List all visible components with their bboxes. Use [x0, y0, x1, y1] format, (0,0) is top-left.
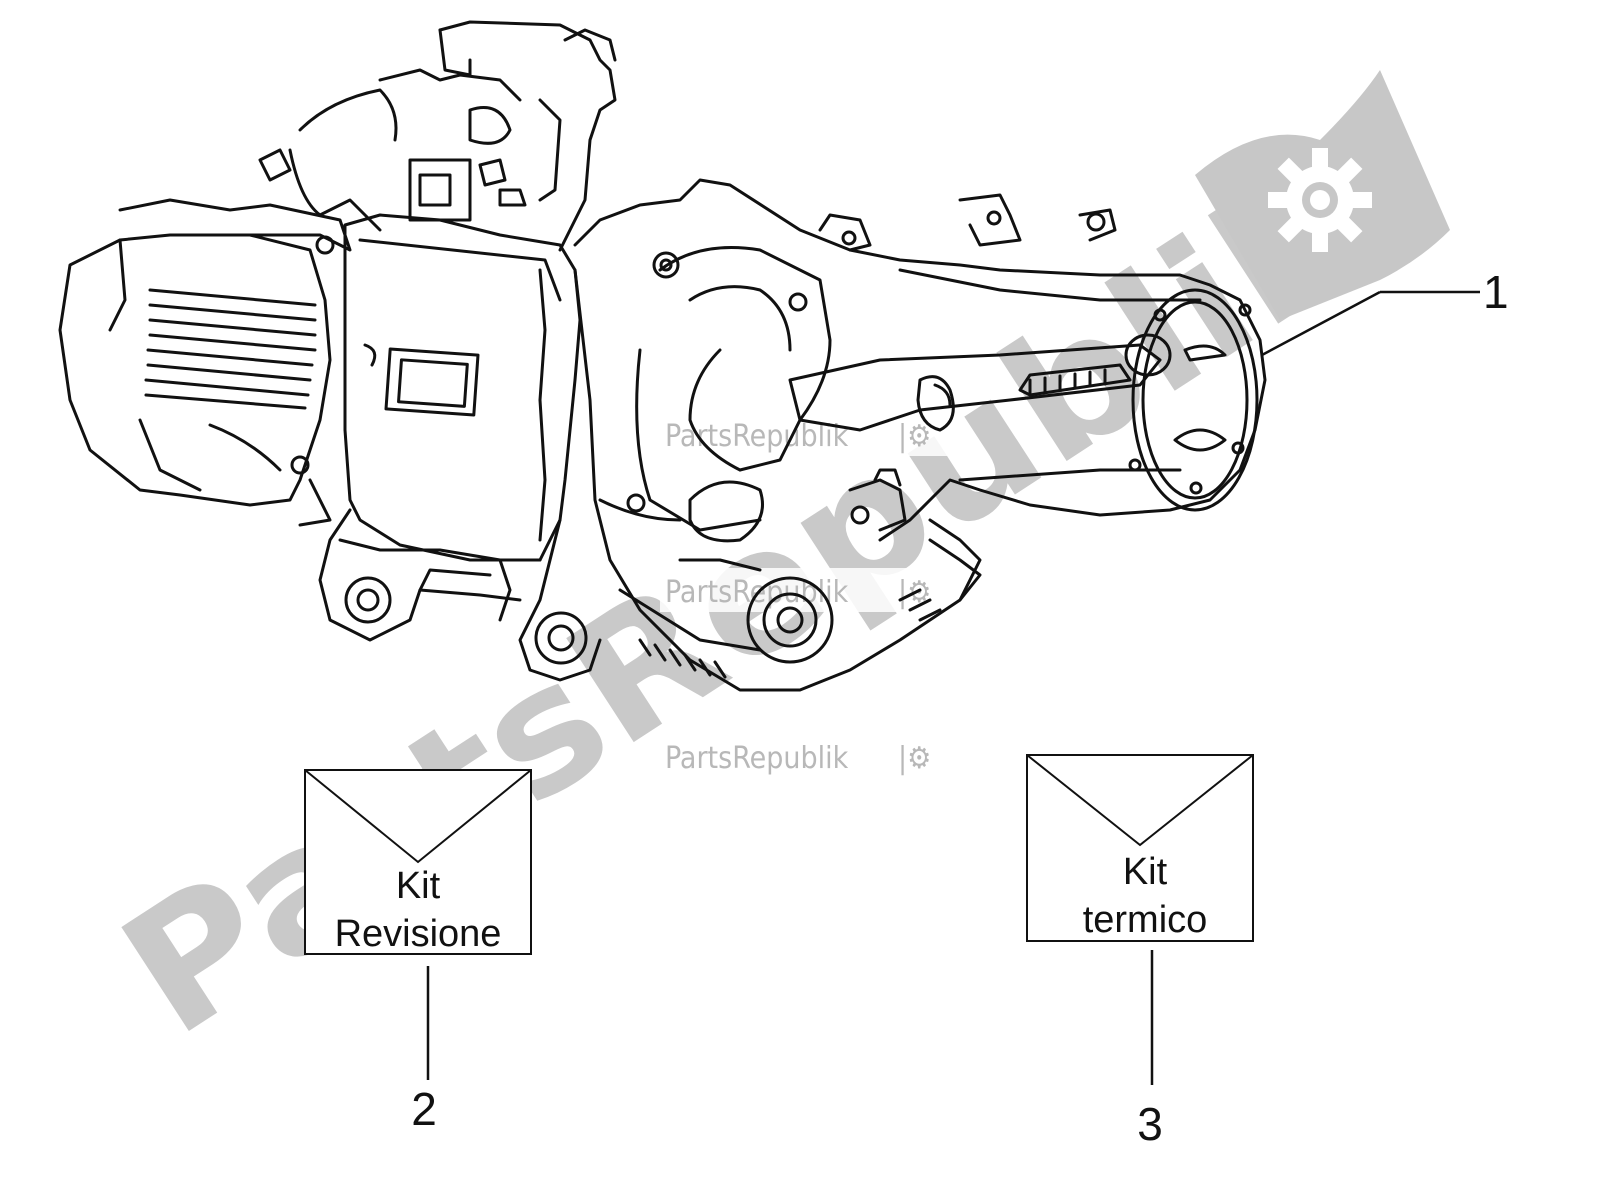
leader-line-1 — [1261, 290, 1381, 357]
envelope-flap — [304, 769, 532, 864]
watermark-gear-flag-icon — [1195, 70, 1450, 320]
callout-1: 1 — [1261, 266, 1509, 357]
kit-revisione-line2: Revisione — [335, 913, 502, 955]
envelope-flap — [1026, 754, 1254, 847]
callout-number-2[interactable]: 2 — [411, 1083, 437, 1135]
kit-termico[interactable]: Kit termico 3 — [1026, 754, 1254, 1150]
svg-text:|⚙: |⚙ — [898, 741, 931, 776]
kit-termico-line2: termico — [1083, 899, 1208, 941]
watermark-stamp: PartsRepublik |⚙ — [660, 412, 950, 456]
callout-number-1[interactable]: 1 — [1483, 266, 1509, 318]
callout-number-3[interactable]: 3 — [1137, 1098, 1163, 1150]
watermark-stamp: PartsRepublik |⚙ — [660, 568, 950, 612]
watermark-stamp: PartsRepublik |⚙ — [660, 734, 950, 778]
kit-revisione-line1: Kit — [396, 865, 441, 907]
engine-drawing — [58, 20, 1267, 692]
svg-text:|⚙: |⚙ — [898, 419, 931, 454]
watermark-small-text: PartsRepublik — [665, 741, 849, 776]
watermark-small-text: PartsRepublik — [665, 419, 849, 454]
kit-termico-line1: Kit — [1123, 851, 1168, 893]
kit-revisione[interactable]: Kit Revisione 2 — [304, 769, 532, 1135]
